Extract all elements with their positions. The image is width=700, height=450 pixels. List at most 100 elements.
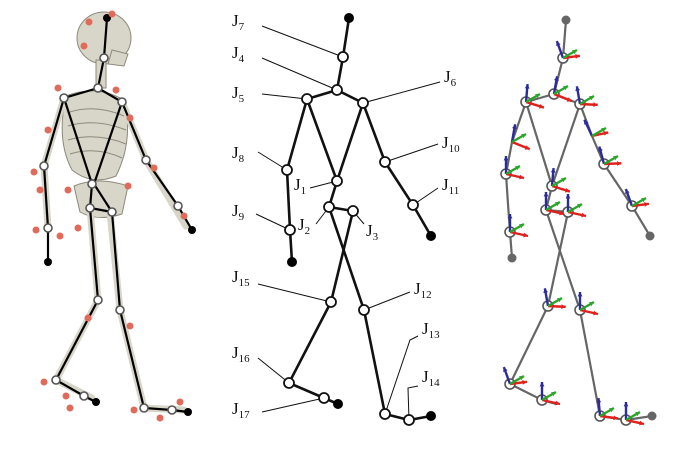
axis-arrowhead (522, 380, 527, 385)
label-j12: J12 (414, 279, 432, 301)
axis-arrowhead (555, 400, 560, 406)
axis-arrowhead (613, 156, 618, 161)
axis-arrowhead (575, 54, 580, 59)
axis-arrowhead (555, 202, 560, 207)
axis-arrowhead (566, 97, 572, 102)
axis-arrowhead (507, 214, 513, 219)
end-head (344, 13, 354, 23)
label-j6: J6 (444, 67, 457, 89)
joint-j8 (281, 164, 293, 176)
axis-arrowhead (556, 41, 561, 47)
axis-arrowhead (616, 161, 622, 166)
label-j15: J15 (232, 267, 250, 289)
axis-arrowhead (551, 392, 556, 397)
jaw-shape (107, 49, 129, 67)
right-joints (500, 15, 657, 426)
coordinate-frame-diagram (500, 15, 657, 426)
axis-arrowhead (625, 189, 630, 195)
joint-j15 (325, 296, 337, 308)
axis-arrowhead (519, 174, 524, 180)
motion-capture-markers (30, 10, 188, 422)
axis-arrowhead (503, 367, 508, 373)
axis-arrowhead (563, 86, 568, 91)
axis-arrowhead (557, 298, 562, 303)
axis-arrowhead (519, 224, 524, 229)
axis-arrowhead (554, 76, 559, 82)
label-j1: J1 (294, 175, 306, 197)
axis-arrowhead (572, 50, 577, 55)
axis-arrowhead (535, 94, 540, 99)
label-j5: J5 (232, 83, 245, 105)
pelvis-shape (73, 180, 129, 218)
joint-j4 (337, 51, 349, 63)
axis-arrowhead (603, 130, 609, 136)
joint-j1 (331, 175, 343, 187)
label-j13: J13 (422, 319, 440, 341)
joint-labels: J7 J4 J5 J6 J8 J10 J1 J11 J9 J2 J3 J15 J… (232, 11, 460, 421)
joint-j14 (403, 414, 415, 426)
label-j3: J3 (366, 221, 379, 243)
joint-j6 (357, 97, 369, 109)
axis-arrowhead (512, 124, 517, 130)
end-right-toe (426, 411, 436, 421)
axis-arrowhead (550, 168, 556, 173)
middle-joints (281, 13, 436, 426)
joint-j9 (284, 224, 296, 236)
axis-arrowhead (524, 84, 530, 89)
labeled-joint-diagram: J7 J4 J5 J6 J8 J10 J1 J11 J9 J2 J3 J15 J… (232, 11, 460, 426)
axis-arrowhead (575, 86, 580, 92)
skeleton-render-panel (30, 10, 196, 422)
axis-arrowhead (641, 198, 646, 203)
axis-arrowhead (598, 146, 603, 152)
axis-arrowhead (565, 187, 570, 193)
axis-arrowhead (589, 96, 594, 101)
joint-j17 (318, 392, 330, 404)
axis-arrowhead (503, 156, 509, 161)
axis-arrowhead (539, 103, 544, 109)
label-j17: J17 (232, 399, 250, 421)
axis-arrowhead (559, 210, 564, 216)
label-j11: J11 (442, 175, 459, 197)
label-leaders (255, 25, 441, 421)
joint-j16 (283, 377, 295, 389)
label-j14: J14 (422, 367, 440, 389)
axis-arrowhead (644, 202, 649, 207)
joint-j13 (379, 408, 391, 420)
label-j8: J8 (232, 143, 245, 165)
axis-arrowhead (584, 119, 589, 125)
label-j16: J16 (232, 343, 250, 365)
axis-arrowhead (613, 415, 618, 421)
axis-arrowhead (565, 194, 571, 199)
axis-arrowhead (593, 310, 598, 316)
axis-arrowhead (515, 166, 520, 171)
axis-arrowhead (581, 212, 586, 218)
right-bones (504, 18, 654, 422)
joint-j5 (301, 93, 313, 105)
axis-arrowhead (593, 102, 598, 108)
joint-j5-center (331, 84, 343, 96)
axis-arrowhead (601, 128, 606, 133)
label-j7: J7 (232, 11, 245, 33)
joint-j2 (323, 201, 335, 213)
label-j9: J9 (232, 201, 245, 223)
overlay-joints (39, 14, 196, 416)
axis-arrowhead (523, 232, 528, 238)
joint-axes-triads (502, 40, 650, 426)
axis-arrowhead (596, 398, 602, 403)
axis-arrowhead (524, 145, 530, 150)
axis-arrowhead (635, 412, 640, 417)
label-j10: J10 (442, 133, 460, 155)
end-right-hand (426, 231, 436, 241)
label-j2: J2 (298, 215, 310, 237)
axis-arrowhead (519, 376, 524, 381)
axis-arrowhead (561, 178, 566, 183)
axis-arrowhead (539, 382, 545, 387)
axis-arrowhead (589, 302, 594, 307)
axis-arrowhead (521, 134, 526, 139)
axis-arrowhead (543, 192, 549, 197)
axis-arrowhead (609, 408, 614, 413)
joint-j11 (407, 199, 419, 211)
joint-j3 (347, 205, 359, 217)
label-j4: J4 (232, 43, 245, 65)
axis-arrowhead (577, 204, 582, 209)
